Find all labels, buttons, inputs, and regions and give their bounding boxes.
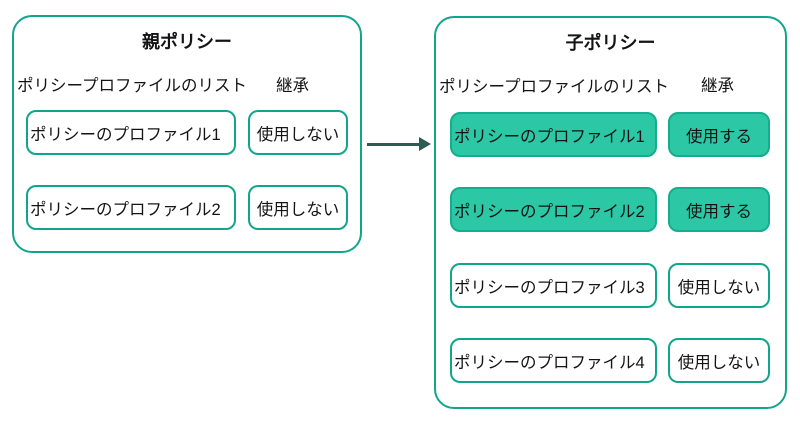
child-inherit-value-3: 使用しない [668,263,770,308]
arrow-shaft [367,143,421,146]
arrow-right-icon [419,137,431,151]
parent-policy-box: 親ポリシー ポリシープロファイルのリスト 継承 ポリシーのプロファイル1 使用し… [12,15,362,253]
child-policy-profile-4: ポリシーのプロファイル4 [450,338,657,383]
child-policy-profile-2: ポリシーのプロファイル2 [450,187,657,232]
inheritance-arrow [367,137,431,151]
child-profile-list-label: ポリシープロファイルのリスト [439,78,670,96]
child-policy-title: 子ポリシー [565,33,656,53]
parent-policy-profile-1: ポリシーのプロファイル1 [26,110,236,155]
child-inherit-value-4: 使用しない [668,338,770,383]
child-inherit-value-2: 使用する [668,187,770,232]
parent-inherit-value-1: 使用しない [248,110,348,155]
parent-profile-list-label: ポリシープロファイルのリスト [17,77,248,95]
child-policy-profile-1: ポリシーのプロファイル1 [450,112,657,157]
parent-inheritance-label: 継承 [276,77,309,95]
parent-policy-profile-2: ポリシーのプロファイル2 [26,185,236,230]
child-policy-profile-3: ポリシーのプロファイル3 [450,263,657,308]
child-inherit-value-1: 使用する [668,112,770,157]
parent-policy-title: 親ポリシー [142,32,232,52]
child-inheritance-label: 継承 [701,77,734,95]
parent-inherit-value-2: 使用しない [248,185,348,230]
child-policy-box: 子ポリシー ポリシープロファイルのリスト 継承 ポリシーのプロファイル1 使用す… [434,16,787,409]
